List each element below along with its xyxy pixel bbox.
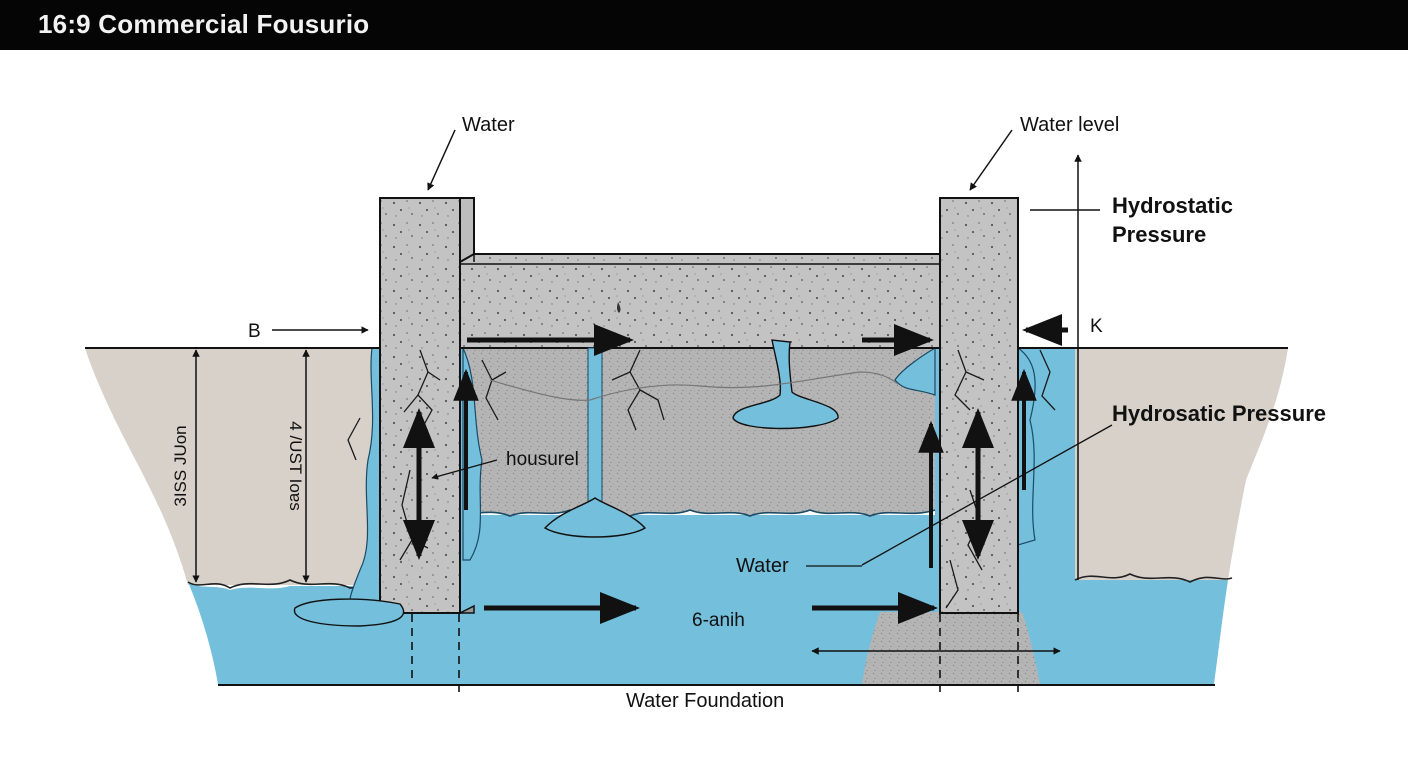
label-flow: 6-anih [692,610,745,631]
floor-slab [459,253,941,349]
page-title: 16:9 Commercial Fousurio [38,9,370,39]
label-dim-left-inner: 4 /UST Ioɐs [286,421,305,510]
label-water-foundation: Water Foundation [626,690,784,712]
soil-right [1075,348,1288,580]
foundation-diagram: Water Water level Hydrostatic Pressure B… [85,114,1326,712]
interior-fill [463,348,935,516]
label-hydrostatic-1: Hydrostatic [1112,193,1233,218]
label-water-center: Water [736,555,789,577]
label-hydrosatic-pressure: Hydrosatic Pressure [1112,401,1326,426]
foundation-sand [862,612,1040,684]
label-dim-left-outer: 3ISS JUon [171,425,190,506]
label-marker-b: B [248,321,261,342]
soil-left [85,348,380,585]
title-bar: 16:9 Commercial Fousurio [0,0,1408,50]
label-water-level: Water level [1020,114,1119,136]
label-marker-k: K [1090,316,1103,337]
label-hydrostatic-2: Pressure [1112,222,1206,247]
label-housurel: housurel [506,449,579,470]
label-water-top: Water [462,114,515,136]
